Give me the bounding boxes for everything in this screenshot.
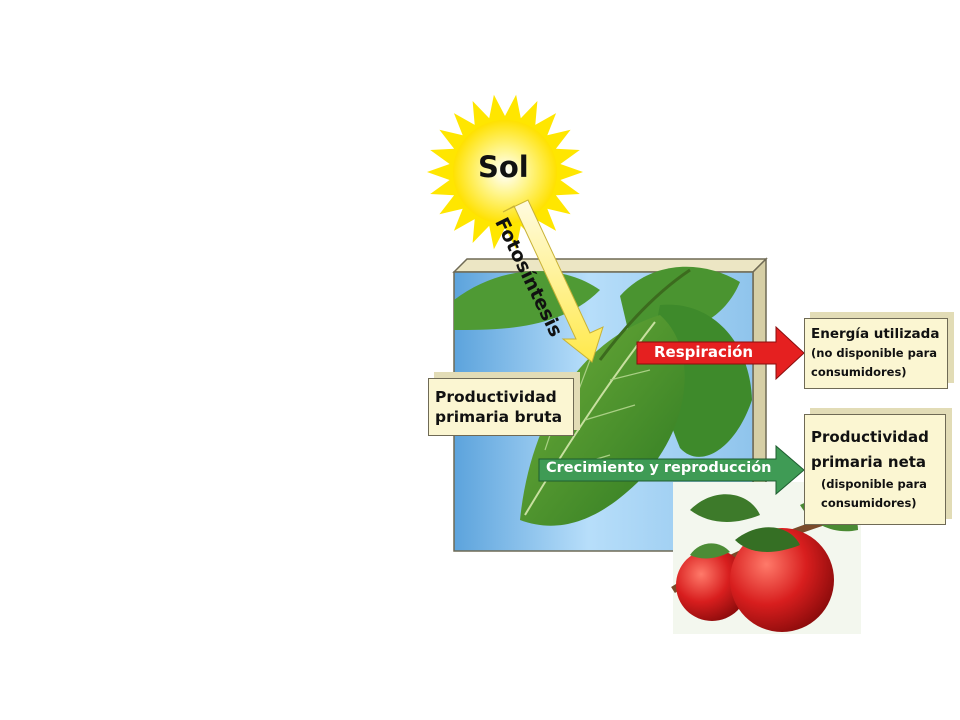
net-productivity-box: Productividad primaria neta (disponible …: [804, 414, 946, 525]
energy-used-box: Energía utilizada (no disponible para co…: [804, 318, 948, 389]
energy-used-line1: (no disponible para: [811, 346, 938, 360]
gross-productivity-box: Productividad primaria bruta: [428, 378, 574, 436]
gross-productivity-line2: primaria bruta: [435, 408, 563, 426]
net-productivity-line1: Productividad: [811, 428, 929, 446]
growth-label: Crecimiento y reproducción: [546, 460, 772, 476]
net-productivity-line4: consumidores): [821, 496, 917, 510]
respiration-arrow: [636, 325, 805, 381]
gross-productivity-line1: Productividad: [435, 388, 557, 406]
net-productivity-line2: primaria neta: [811, 453, 927, 471]
energy-used-title: Energía utilizada: [811, 326, 940, 342]
growth-arrow: [538, 444, 805, 496]
net-productivity-line3: (disponible para: [821, 477, 927, 491]
photosynthesis-arrow: [502, 199, 604, 363]
sun-label: Sol: [478, 150, 529, 184]
energy-used-line2: consumidores): [811, 365, 907, 379]
sun-icon: [427, 94, 583, 250]
respiration-label: Respiración: [654, 343, 754, 361]
